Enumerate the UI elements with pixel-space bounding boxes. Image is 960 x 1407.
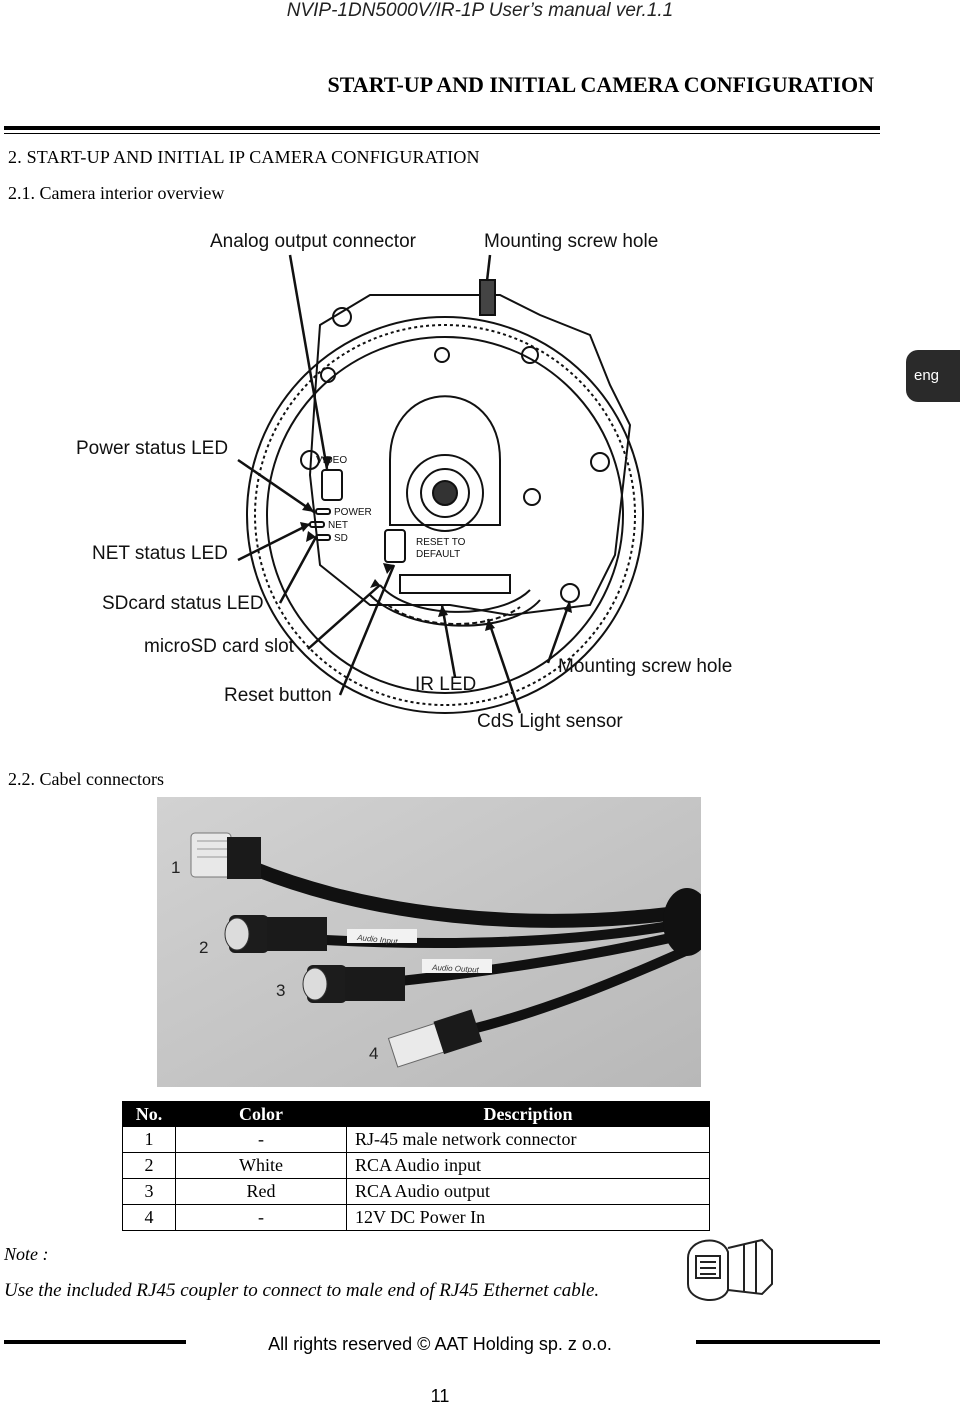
board-label-sd: SD (334, 533, 348, 544)
cell-no: 2 (122, 1152, 176, 1179)
manual-header: NVIP-1DN5000V/IR-1P User’s manual ver.1.… (286, 0, 674, 21)
cell-no: 4 (122, 1204, 176, 1231)
header-rule-thick (4, 126, 880, 130)
callout-mounting-hole-bottom: Mounting screw hole (558, 656, 733, 677)
rj45-coupler-drawing (687, 1238, 773, 1302)
rj45-coupler-image (682, 1228, 778, 1308)
board-label-video: VIDEO (316, 455, 347, 466)
board-label-default: DEFAULT (416, 549, 460, 560)
section-heading: 2. START-UP AND INITIAL IP CAMERA CONFIG… (8, 147, 480, 167)
subsection-interior: 2.1. Camera interior overview (8, 183, 225, 203)
cell-description: 12V DC Power In (346, 1204, 710, 1231)
table-row: 1 - RJ-45 male network connector (122, 1126, 710, 1153)
cable-number-4: 4 (369, 1044, 378, 1063)
table-row: 4 - 12V DC Power In (122, 1204, 710, 1231)
cell-description: RCA Audio input (346, 1152, 710, 1179)
callout-power-led: Power status LED (76, 438, 229, 459)
cell-color: Red (175, 1178, 347, 1205)
chapter-title: START-UP AND INITIAL CAMERA CONFIGURATIO… (327, 72, 874, 97)
callout-mounting-hole-top: Mounting screw hole (484, 231, 659, 252)
table-row: 2 White RCA Audio input (122, 1152, 710, 1179)
col-header-description: Description (346, 1101, 710, 1127)
footer-rule-right (696, 1340, 880, 1344)
table-row: 3 Red RCA Audio output (122, 1178, 710, 1205)
camera-interior-drawing: VIDEO POWER NET SD RESET TO DEFAULT (237, 254, 644, 714)
callout-microsd-slot: microSD card slot (144, 636, 294, 657)
header-rule-thin (4, 133, 880, 134)
cable-number-1: 1 (171, 858, 180, 877)
cable-connectors-photo: Audio Input Audio Output 1 2 3 4 (157, 797, 701, 1087)
col-header-no: No. (122, 1101, 176, 1127)
callout-analog-output: Analog output connector (210, 231, 416, 252)
callout-sd-led: SDcard status LED (102, 593, 264, 614)
board-label-reset-to: RESET TO (416, 537, 466, 548)
cable-number-2: 2 (199, 938, 208, 957)
cell-description: RCA Audio output (346, 1178, 710, 1205)
board-label-power: POWER (334, 507, 372, 518)
cell-no: 3 (122, 1178, 176, 1205)
cable-drawing: Audio Input Audio Output 1 2 3 4 (157, 797, 701, 1087)
callout-reset-button: Reset button (224, 685, 332, 706)
cell-no: 1 (122, 1126, 176, 1153)
page-number: 11 (430, 1386, 450, 1406)
language-tab: eng (906, 350, 960, 402)
cell-color: - (175, 1126, 347, 1153)
subsection-cable-connectors: 2.2. Cabel connectors (8, 769, 164, 789)
col-header-color: Color (175, 1101, 347, 1127)
callout-cds-sensor: CdS Light sensor (477, 711, 623, 732)
cable-label-audio-output: Audio Output (431, 963, 480, 975)
table-header-row: No. Color Description (122, 1101, 710, 1127)
cable-number-3: 3 (276, 981, 285, 1000)
callout-net-led: NET status LED (92, 543, 228, 564)
cell-color: - (175, 1204, 347, 1231)
cable-label-audio-input: Audio Input (356, 933, 399, 946)
connector-table: No. Color Description 1 - RJ-45 male net… (122, 1101, 710, 1231)
cell-description: RJ-45 male network connector (346, 1126, 710, 1153)
note-text: Use the included RJ45 coupler to connect… (4, 1280, 600, 1301)
cell-color: White (175, 1152, 347, 1179)
board-label-net: NET (328, 520, 348, 531)
callout-ir-led: IR LED (415, 674, 477, 695)
camera-interior-figure: VIDEO POWER NET SD RESET TO DEFAULT (70, 225, 760, 745)
footer-rule-left (4, 1340, 186, 1344)
footer-copyright: All rights reserved © AAT Holding sp. z … (268, 1334, 612, 1354)
note-label: Note : (4, 1244, 49, 1264)
